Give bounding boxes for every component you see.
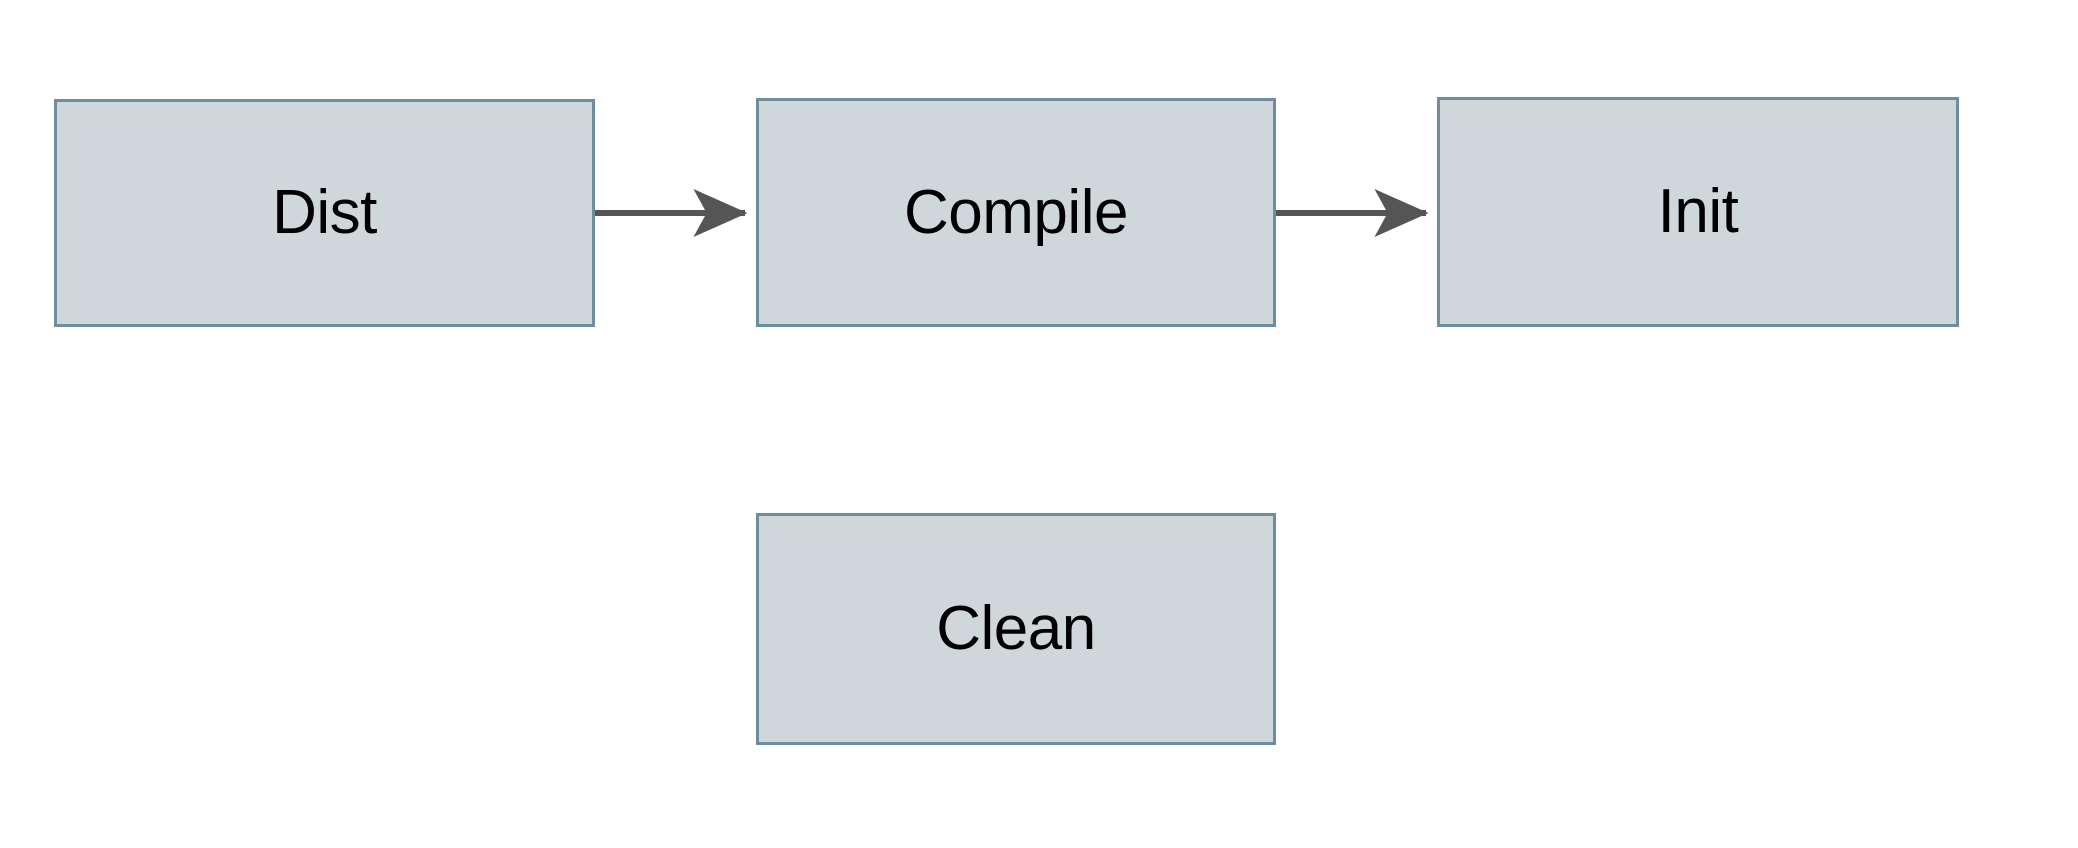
node-compile[interactable]: Compile (756, 98, 1276, 327)
node-dist-label: Dist (272, 178, 377, 247)
node-init[interactable]: Init (1437, 97, 1959, 327)
node-clean-label: Clean (936, 594, 1096, 663)
node-init-label: Init (1657, 177, 1739, 246)
node-clean[interactable]: Clean (756, 513, 1276, 745)
node-dist[interactable]: Dist (54, 99, 595, 327)
node-compile-label: Compile (904, 177, 1128, 247)
edge-compile-to-init[interactable] (1276, 183, 1442, 243)
edge-dist-to-compile[interactable] (595, 183, 761, 243)
